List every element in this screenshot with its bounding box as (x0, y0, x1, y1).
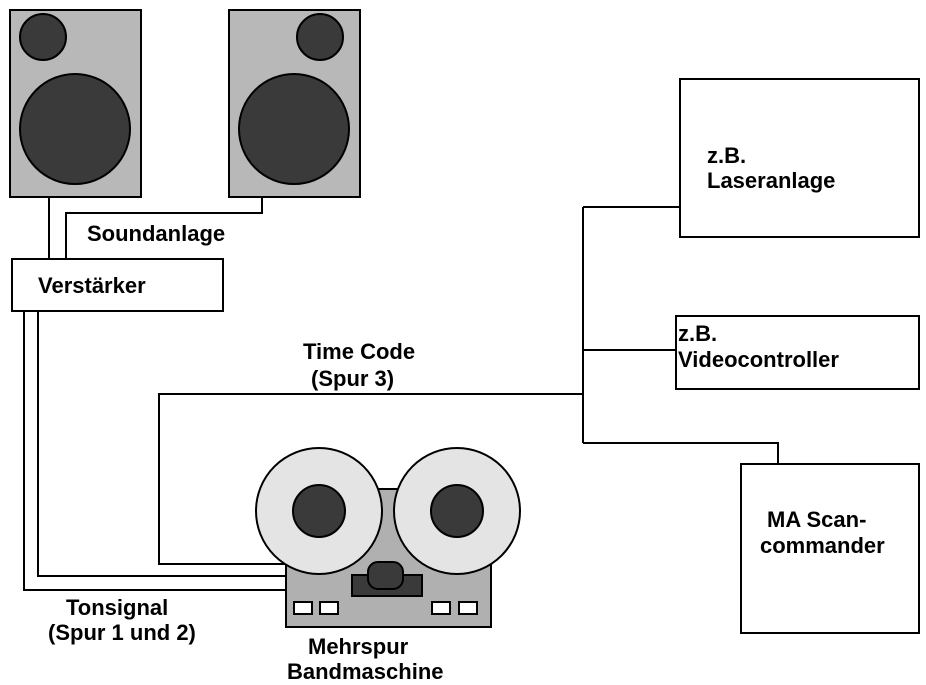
label-commander: commander (760, 533, 885, 558)
tape-reel-left-hub (292, 484, 346, 538)
wire-right-speaker (65, 197, 263, 259)
speaker-left-tweeter (19, 13, 67, 61)
transport-button-1 (293, 601, 313, 615)
label-ma-scan: MA Scan- (767, 507, 866, 532)
speaker-right-tweeter (296, 13, 344, 61)
label-laser-zb: z.B. (707, 143, 746, 168)
tape-head (367, 561, 404, 590)
speaker-left (9, 9, 142, 198)
transport-button-4 (458, 601, 478, 615)
label-bandmaschine: Bandmaschine (287, 659, 444, 684)
transport-button-2 (319, 601, 339, 615)
speaker-right (228, 9, 361, 198)
label-time-code: Time Code (303, 339, 415, 364)
label-mehrspur: Mehrspur (308, 634, 409, 659)
laseranlage-box (679, 78, 920, 238)
tape-reel-right-hub (430, 484, 484, 538)
transport-button-3 (431, 601, 451, 615)
label-videocontroller: Videocontroller (678, 347, 839, 372)
wire-tonsignal-inner (37, 311, 286, 577)
speaker-right-woofer (238, 73, 350, 185)
videocontroller-box (675, 315, 920, 390)
wire-tonsignal-outer (23, 311, 286, 591)
label-soundanlage: Soundanlage (87, 221, 225, 246)
label-laseranlage: Laseranlage (707, 168, 835, 193)
scancommander-box (740, 463, 920, 634)
speaker-left-woofer (19, 73, 131, 185)
wire-to-scancommander (583, 442, 779, 464)
tape-machine (255, 447, 521, 628)
label-spur-3: (Spur 3) (311, 366, 394, 391)
label-verstaerker: Verstärker (38, 273, 146, 298)
wire-time-code (158, 393, 583, 565)
label-spur-1-und-2: (Spur 1 und 2) (48, 620, 196, 645)
verstaerker-box (11, 258, 224, 312)
label-tonsignal: Tonsignal (66, 595, 168, 620)
label-video-zb: z.B. (678, 321, 717, 346)
